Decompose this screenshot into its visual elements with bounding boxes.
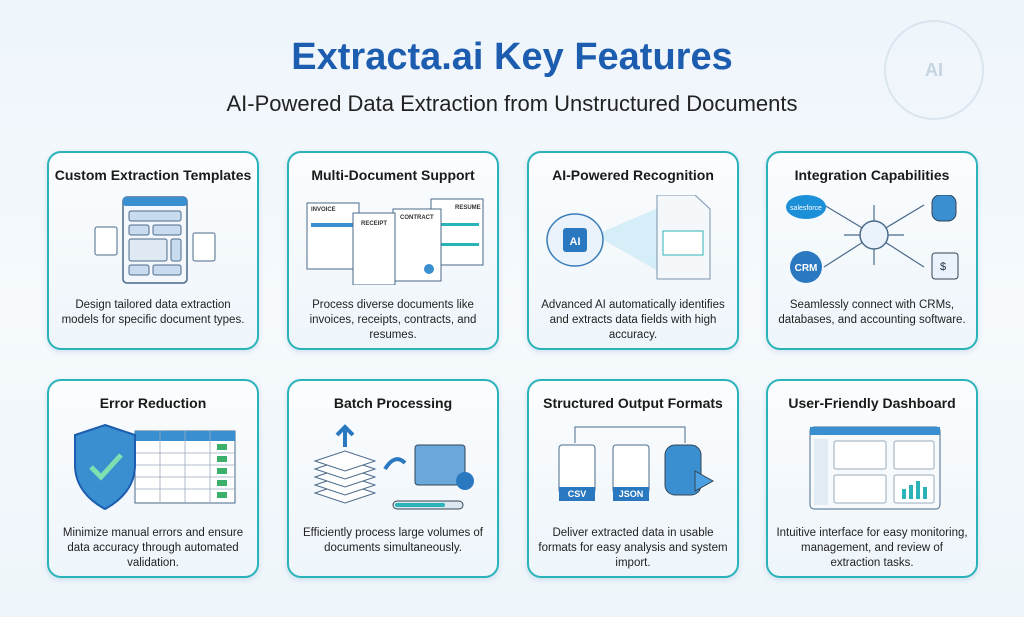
ai-brain-icon: AI xyxy=(546,195,711,280)
card-description: Efficiently process large volumes of doc… xyxy=(302,527,484,554)
crm-label: CRM xyxy=(795,263,818,274)
documents-icon: INVOICE RESUME CONTRACT RECEIPT xyxy=(306,198,484,285)
card-description: Minimize manual errors and ensure data a… xyxy=(62,527,244,569)
card-description: Intuitive interface for easy monitoring,… xyxy=(776,527,968,569)
csv-label: CSV xyxy=(568,489,587,499)
card-title: Integration Capabilities xyxy=(794,167,950,183)
salesforce-label: salesforce xyxy=(790,205,822,212)
card-description: Deliver extracted data in usable formats… xyxy=(538,527,728,569)
contract-label: CONTRACT xyxy=(400,215,434,221)
output-formats-icon: CSV JSON xyxy=(558,426,715,501)
dashboard-icon xyxy=(809,426,941,510)
accounting-label: $ xyxy=(940,261,946,273)
card-title: Multi-Document Support xyxy=(311,167,475,183)
feature-card-integration: Integration Capabilities salesforce CRM … xyxy=(766,151,978,350)
card-title: Batch Processing xyxy=(333,395,453,411)
feature-card-dashboard: User-Friendly Dashboard Intuitive interf… xyxy=(766,379,978,578)
feature-card-custom-templates: Custom Extraction Templates Design tailo… xyxy=(47,151,259,350)
watermark-label: AI xyxy=(925,59,943,80)
shield-check-icon xyxy=(74,423,236,511)
feature-card-multi-document: Multi-Document Support INVOICE RESUME CO… xyxy=(287,151,499,350)
feature-card-output-formats: Structured Output Formats CSV JSON Deliv… xyxy=(527,379,739,578)
card-title: User-Friendly Dashboard xyxy=(788,395,956,411)
card-title: AI-Powered Recognition xyxy=(552,167,714,183)
page-title: Extracta.ai Key Features xyxy=(291,36,733,78)
template-flow-icon xyxy=(94,196,216,284)
feature-card-batch-processing: Batch Processing Efficiently process lar… xyxy=(287,379,499,578)
card-description: Seamlessly connect with CRMs, databases,… xyxy=(778,299,966,326)
receipt-label: RECEIPT xyxy=(361,221,387,227)
batch-stack-icon xyxy=(313,424,474,510)
feature-card-error-reduction: Error Reduction Minimize manual errors a… xyxy=(47,379,259,578)
feature-card-ai-recognition: AI-Powered Recognition AI Advanced AI au… xyxy=(527,151,739,350)
card-title: Custom Extraction Templates xyxy=(54,167,252,183)
ai-chip-label: AI xyxy=(570,236,581,248)
card-title: Structured Output Formats xyxy=(543,395,723,411)
card-title: Error Reduction xyxy=(99,395,207,411)
card-description: Design tailored data extraction models f… xyxy=(61,299,245,326)
ai-brain-watermark-icon: AI xyxy=(884,20,984,120)
card-description: Process diverse documents like invoices,… xyxy=(309,299,477,341)
integration-hub-icon: salesforce CRM $ xyxy=(786,195,959,283)
card-description: Advanced AI automatically identifies and… xyxy=(541,299,725,341)
json-label: JSON xyxy=(619,489,644,499)
resume-label: RESUME xyxy=(455,205,481,211)
page-subtitle: AI-Powered Data Extraction from Unstruct… xyxy=(226,91,798,116)
invoice-label: INVOICE xyxy=(311,207,336,213)
